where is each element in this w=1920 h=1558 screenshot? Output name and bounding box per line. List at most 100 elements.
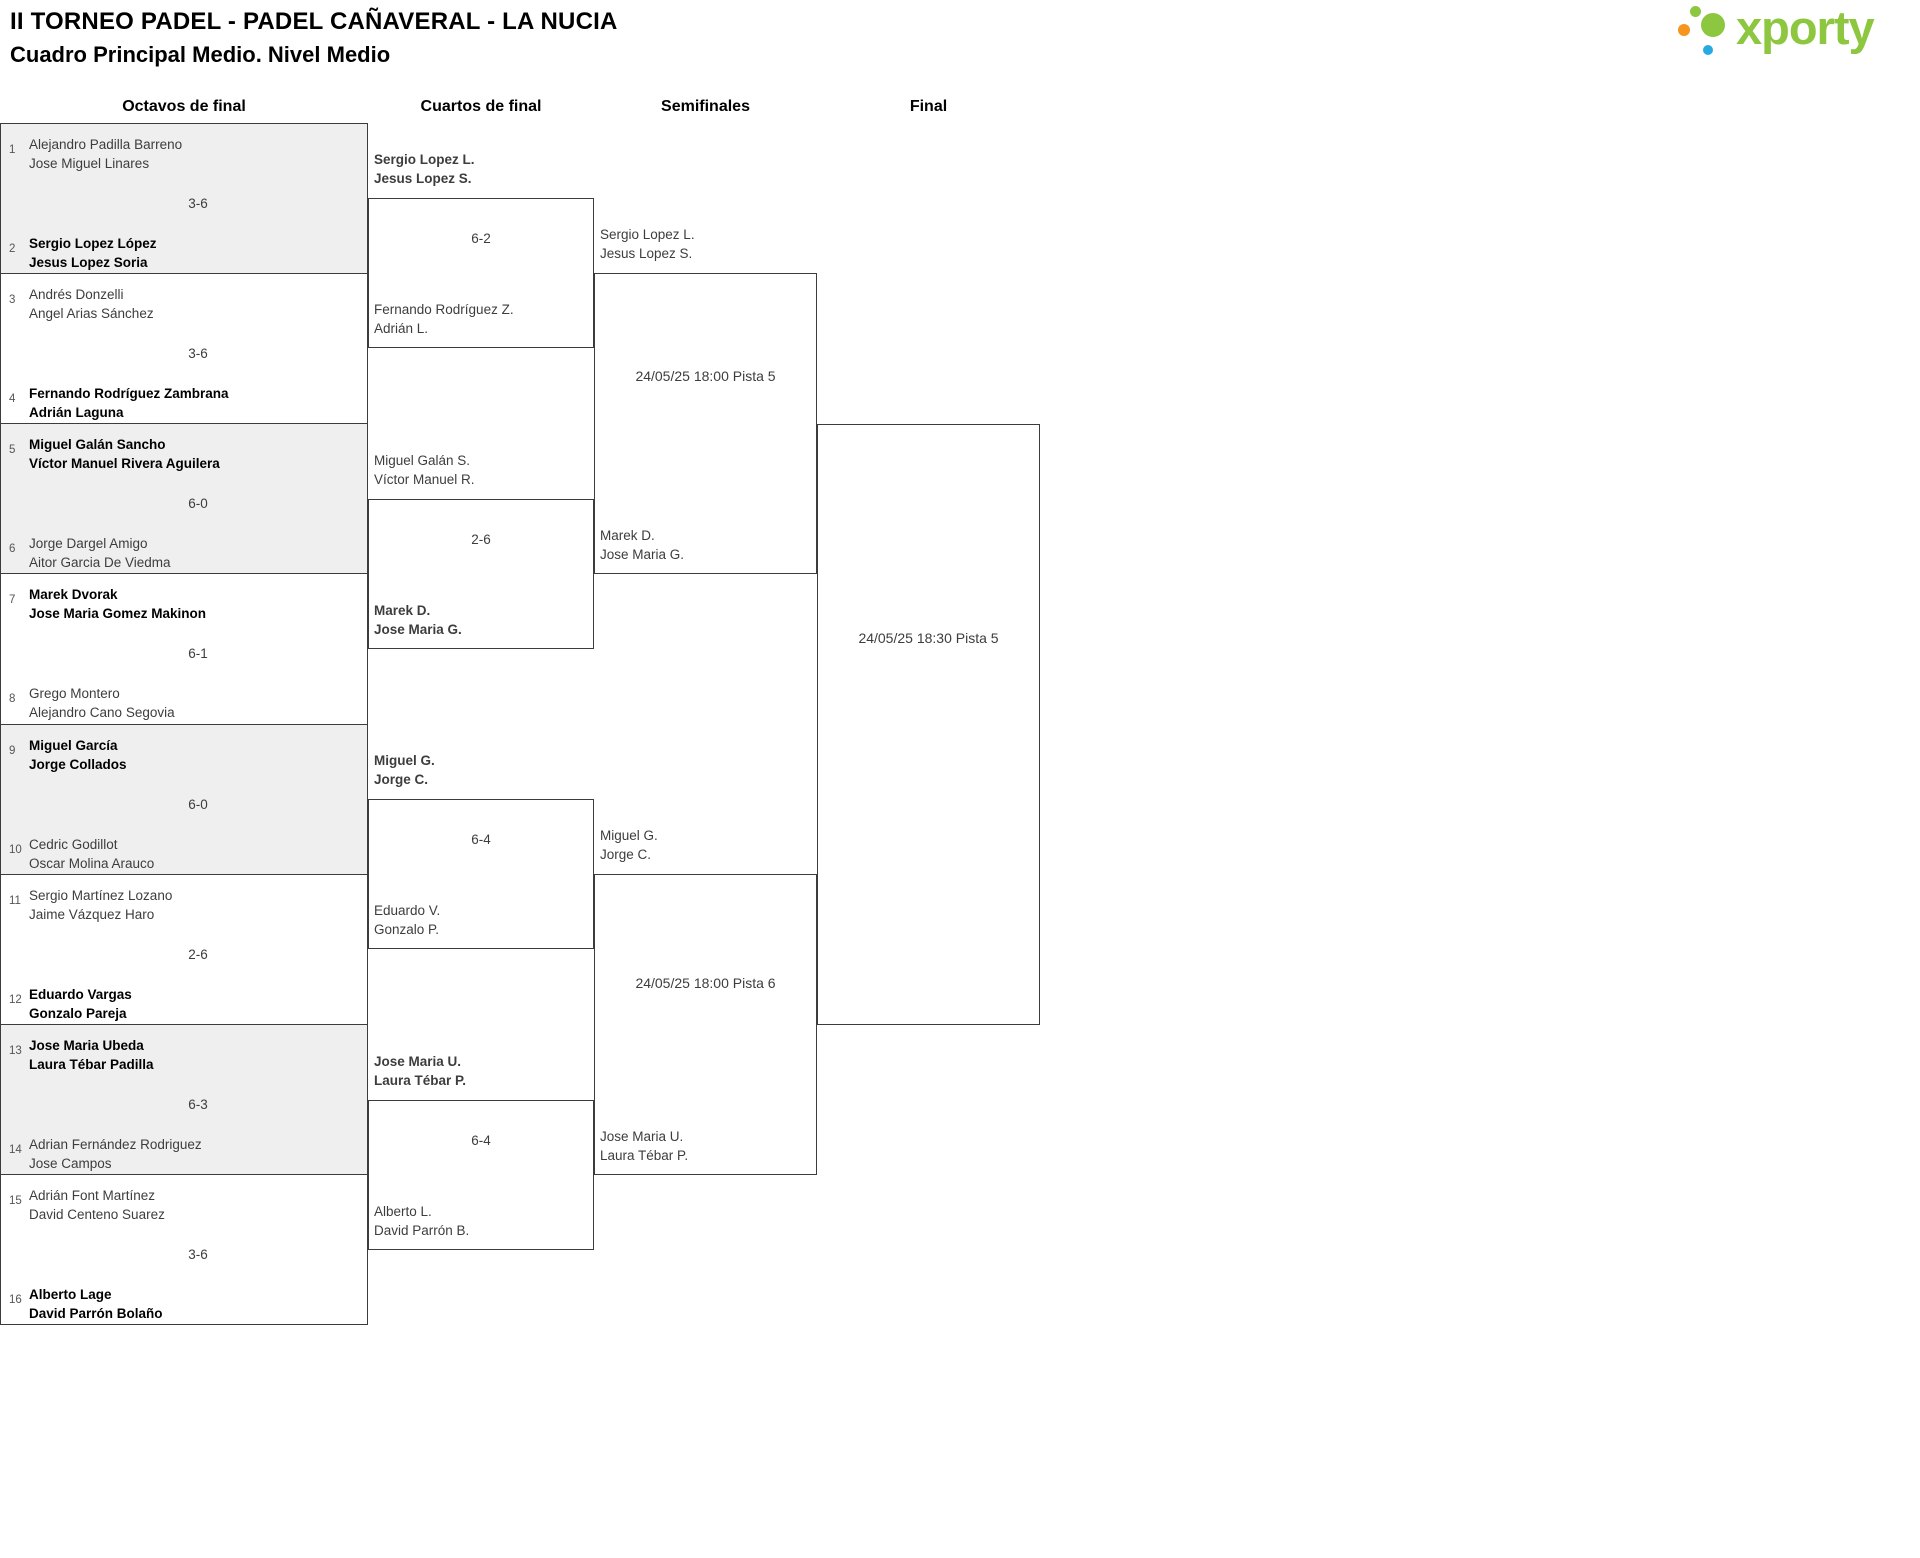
qf1-score: 6-2 bbox=[471, 231, 491, 246]
seed-number: 7 bbox=[9, 594, 16, 607]
player-name: Jorge Dargel Amigo bbox=[29, 536, 148, 552]
sf1-bottom-pair: Marek D. Jose Maria G. bbox=[600, 526, 815, 564]
qf-match-3-box bbox=[368, 799, 594, 949]
bracket-subtitle: Cuadro Principal Medio. Nivel Medio bbox=[10, 42, 391, 67]
player-name: Marek Dvorak bbox=[29, 587, 118, 603]
player-name: Alejandro Padilla Barreno bbox=[29, 137, 183, 152]
player-name: Adrián Laguna bbox=[29, 405, 124, 421]
player-name: Jose Maria Ubeda bbox=[29, 1037, 144, 1053]
qf2-bottom-pair: Marek D. Jose Maria G. bbox=[374, 601, 589, 639]
team-pair: Grego Montero Alejandro Cano Segovia bbox=[29, 684, 175, 722]
r16-match-5: 9 Miguel García Jorge Collados 6-0 10 Ce… bbox=[1, 724, 367, 875]
seed-number: 13 bbox=[9, 1044, 22, 1057]
seed-number: 2 bbox=[9, 243, 16, 255]
team-pair: Jorge Dargel Amigo Aitor Garcia De Viedm… bbox=[29, 534, 171, 572]
team-pair: Eduardo Vargas Gonzalo Pareja bbox=[29, 985, 132, 1023]
sf-match-1-box bbox=[594, 273, 817, 574]
match-score: 6-1 bbox=[188, 646, 208, 662]
qf-match-2-box bbox=[368, 499, 594, 649]
xporty-logo[interactable]: xporty bbox=[1678, 1, 1914, 68]
qf1-top-pair: Sergio Lopez L. Jesus Lopez S. bbox=[374, 150, 589, 188]
player-name: Jose Maria U. bbox=[374, 1054, 462, 1069]
player-name: Gonzalo Pareja bbox=[29, 1005, 127, 1021]
player-name: Adrián L. bbox=[374, 321, 429, 336]
team-pair: Andrés Donzelli Angel Arias Sánchez bbox=[29, 285, 154, 323]
seed-number: 14 bbox=[9, 1143, 22, 1156]
seed-number: 6 bbox=[9, 543, 16, 556]
round-of-16-container: 1 Alejandro Padilla Barreno Jose Miguel … bbox=[0, 123, 368, 1325]
player-name: Marek D. bbox=[600, 528, 655, 543]
player-name: Jesus Lopez Soria bbox=[29, 255, 148, 270]
qf3-top-pair: Miguel G. Jorge C. bbox=[374, 751, 589, 789]
player-name: Jose Miguel Linares bbox=[29, 156, 150, 171]
player-name: Jorge Collados bbox=[29, 756, 127, 772]
qf3-score: 6-4 bbox=[471, 832, 491, 847]
sf1-top-pair: Sergio Lopez L. Jesus Lopez S. bbox=[600, 225, 815, 263]
player-name: Fernando Rodríguez Z. bbox=[374, 302, 514, 317]
logo-wordmark: xporty bbox=[1736, 1, 1875, 54]
qf-match-1-box bbox=[368, 198, 594, 348]
player-name: Adrian Fernández Rodriguez bbox=[29, 1136, 202, 1152]
logo-orange-dot bbox=[1678, 24, 1690, 36]
r16-match-3: 5 Miguel Galán Sancho Víctor Manuel Rive… bbox=[1, 424, 367, 575]
player-name: Jesus Lopez S. bbox=[374, 171, 472, 186]
player-name: David Parrón B. bbox=[374, 1223, 470, 1238]
player-name: Cedric Godillot bbox=[29, 836, 118, 852]
team-pair: Marek Dvorak Jose Maria Gomez Makinon bbox=[29, 585, 206, 623]
qf-match-4-box bbox=[368, 1100, 594, 1250]
player-name: Oscar Molina Arauco bbox=[29, 855, 155, 871]
player-name: Jose Campos bbox=[29, 1155, 112, 1171]
player-name: Alejandro Cano Segovia bbox=[29, 705, 175, 721]
team-pair: Cedric Godillot Oscar Molina Arauco bbox=[29, 835, 154, 873]
r16-match-8: 15 Adrián Font Martínez David Centeno Su… bbox=[1, 1174, 367, 1324]
tournament-title: II TORNEO PADEL - PADEL CAÑAVERAL - LA N… bbox=[10, 8, 618, 35]
player-name: Marek D. bbox=[374, 603, 431, 618]
player-name: Jose Maria G. bbox=[374, 622, 462, 637]
player-name: Miguel García bbox=[29, 737, 118, 753]
seed-number: 15 bbox=[9, 1194, 22, 1207]
player-name: Jose Maria Gomez Makinon bbox=[29, 606, 207, 622]
seed-number: 11 bbox=[9, 894, 21, 907]
team-pair: Fernando Rodríguez Zambrana Adrián Lagun… bbox=[29, 384, 229, 422]
sf2-bottom-pair: Jose Maria U. Laura Tébar P. bbox=[600, 1127, 815, 1165]
qf4-bottom-pair: Alberto L. David Parrón B. bbox=[374, 1202, 589, 1240]
sf2-schedule: 24/05/25 18:00 Pista 6 bbox=[635, 975, 776, 991]
seed-number: 3 bbox=[9, 294, 16, 307]
final-schedule: 24/05/25 18:30 Pista 5 bbox=[858, 630, 999, 646]
sf2-top-pair: Miguel G. Jorge C. bbox=[600, 826, 815, 864]
match-score: 3-6 bbox=[188, 1246, 208, 1262]
qf2-score: 2-6 bbox=[471, 532, 491, 547]
match-score: 6-0 bbox=[188, 496, 208, 512]
player-name: Miguel Galán Sancho bbox=[29, 437, 166, 453]
logo-green-dot-large bbox=[1701, 13, 1725, 37]
logo-blue-dot bbox=[1703, 45, 1713, 55]
round-header-final: Final bbox=[909, 98, 948, 115]
qf1-bottom-pair: Fernando Rodríguez Z. Adrián L. bbox=[374, 300, 589, 338]
final-match-box bbox=[817, 424, 1040, 1025]
team-pair: Sergio Martínez Lozano Jaime Vázquez Har… bbox=[29, 886, 172, 924]
team-pair: Alejandro Padilla Barreno Jose Miguel Li… bbox=[29, 135, 182, 173]
player-name: Andrés Donzelli bbox=[29, 287, 124, 303]
player-name: Eduardo Vargas bbox=[29, 986, 132, 1002]
qf4-top-pair: Jose Maria U. Laura Tébar P. bbox=[374, 1052, 589, 1090]
r16-match-4: 7 Marek Dvorak Jose Maria Gomez Makinon … bbox=[1, 574, 367, 725]
player-name: Sergio Lopez López bbox=[29, 236, 157, 251]
logo-green-dot bbox=[1690, 6, 1701, 17]
player-name: David Centeno Suarez bbox=[29, 1206, 165, 1222]
round-header-octavos: Octavos de final bbox=[122, 98, 246, 115]
match-score: 3-6 bbox=[188, 196, 208, 211]
seed-number: 4 bbox=[9, 393, 16, 406]
player-name: Angel Arias Sánchez bbox=[29, 306, 154, 322]
player-name: Alberto L. bbox=[374, 1204, 432, 1219]
player-name: Víctor Manuel Rivera Aguilera bbox=[29, 456, 220, 472]
player-name: Sergio Martínez Lozano bbox=[29, 887, 173, 903]
player-name: Miguel G. bbox=[374, 753, 435, 768]
player-name: Sergio Lopez L. bbox=[374, 152, 475, 167]
match-score: 6-3 bbox=[188, 1096, 208, 1112]
r16-match-1: 1 Alejandro Padilla Barreno Jose Miguel … bbox=[1, 124, 367, 275]
player-name: Eduardo V. bbox=[374, 903, 441, 918]
player-name: Jose Maria G. bbox=[600, 547, 685, 562]
player-name: Miguel G. bbox=[600, 828, 658, 843]
seed-number: 9 bbox=[9, 744, 16, 757]
player-name: Víctor Manuel R. bbox=[374, 472, 475, 487]
